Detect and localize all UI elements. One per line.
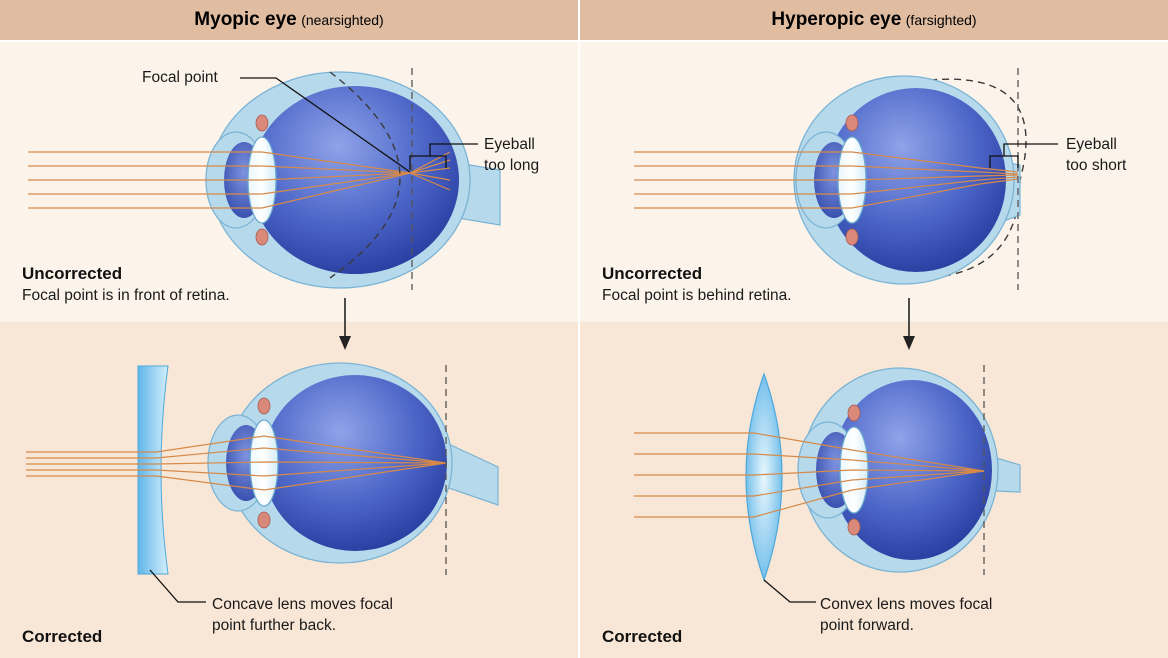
- eyeball-too-short-label-2: too short: [1066, 157, 1127, 174]
- hyperopic-panel: Hyperopic eye (farsighted): [580, 0, 1168, 658]
- hyperopic-uncorrected-rays: [634, 151, 1019, 209]
- myopic-header: Myopic eye (nearsighted): [0, 0, 578, 40]
- convex-lens-label-1: Convex lens moves focal: [820, 596, 993, 613]
- concave-lens-label-2: point further back.: [212, 617, 337, 634]
- myopic-uncorrected-title: Uncorrected: [22, 264, 123, 283]
- myopic-uncorrected-eye: [205, 71, 501, 289]
- focal-point-leader: [240, 77, 411, 173]
- hyperopic-uncorrected-desc: Focal point is behind retina.: [602, 287, 792, 304]
- myopic-down-arrow: [339, 298, 351, 350]
- hyperopic-convex-lens: [745, 372, 783, 582]
- hyperopic-down-arrow: [903, 298, 915, 350]
- focal-point-label: Focal point: [142, 69, 218, 86]
- eyeball-too-long-label-2: too long: [484, 157, 540, 174]
- convex-lens-leader: [763, 579, 816, 603]
- normal-eye-outline: [329, 71, 401, 279]
- hyperopic-corrected-title: Corrected: [602, 627, 683, 646]
- hyperopic-corrected-rays: [634, 432, 985, 518]
- myopic-uncorrected-rays: [28, 151, 451, 209]
- myopic-diagram: [26, 68, 501, 603]
- myopic-panel: Myopic eye (nearsighted): [0, 0, 578, 658]
- eyeball-too-long-label-1: Eyeball: [484, 136, 535, 153]
- myopic-uncorrected-desc: Focal point is in front of retina.: [22, 287, 230, 304]
- hyperopic-header: Hyperopic eye (farsighted): [580, 0, 1168, 40]
- eyeball-too-short-label-1: Eyeball: [1066, 136, 1117, 153]
- hyperopic-diagram: [634, 68, 1058, 603]
- concave-lens-leader: [149, 569, 206, 603]
- myopic-subtitle: (nearsighted): [301, 12, 384, 28]
- myopic-title: Myopic eye: [194, 9, 297, 30]
- convex-lens-label-2: point forward.: [820, 617, 914, 634]
- concave-lens-label-1: Concave lens moves focal: [212, 596, 393, 613]
- hyperopic-subtitle: (farsighted): [905, 12, 977, 28]
- hyperopic-uncorrected-eye: [793, 75, 1021, 285]
- hyperopic-uncorrected-title: Uncorrected: [602, 264, 703, 283]
- myopic-corrected-title: Corrected: [22, 627, 103, 646]
- hyperopic-title: Hyperopic eye: [771, 9, 902, 30]
- eyeball-too-long-bracket: [409, 155, 447, 170]
- myopic-corrected-rays: [26, 435, 447, 491]
